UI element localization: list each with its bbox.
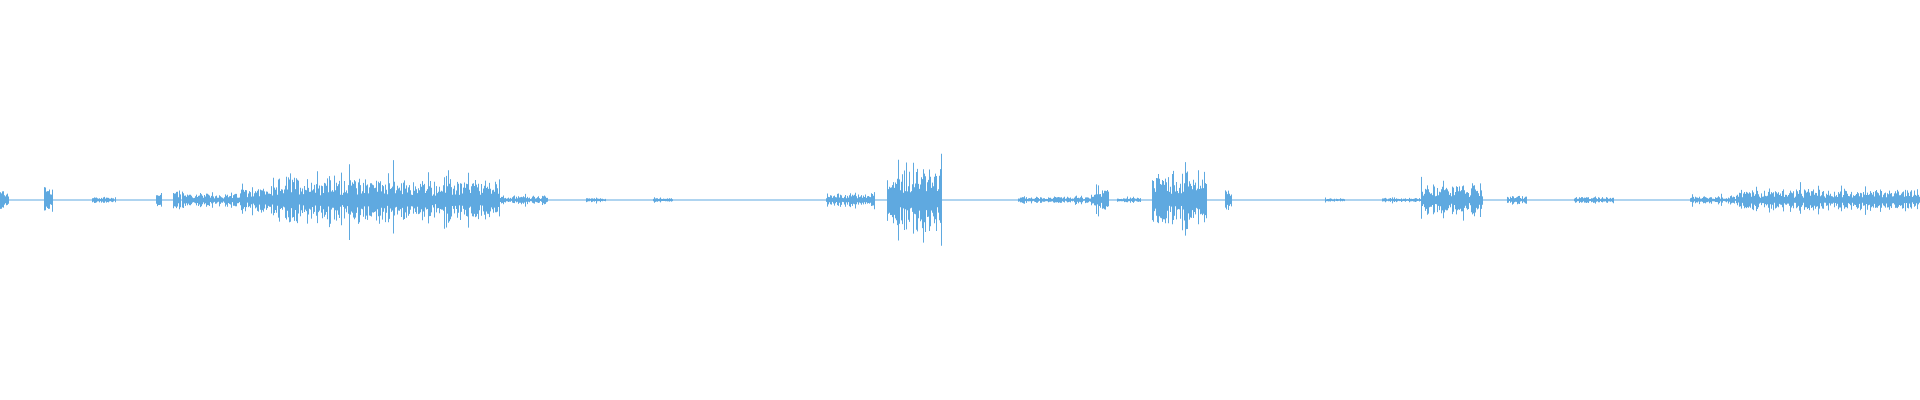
waveform-peaks [0,153,1920,246]
